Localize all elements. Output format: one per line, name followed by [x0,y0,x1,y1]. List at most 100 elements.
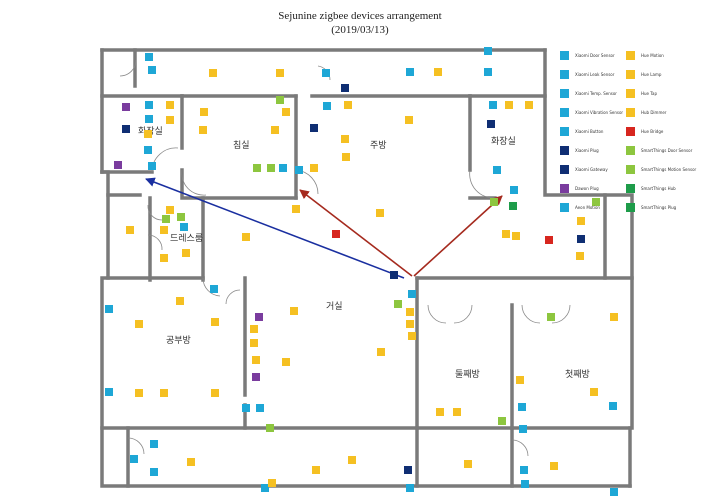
arrow-to-bedroom [299,189,413,277]
device-marker [408,290,416,298]
room-label-kitchen: 주방 [370,141,387,151]
device-marker [276,69,284,77]
device-marker [105,388,113,396]
device-marker [498,417,506,425]
device-marker [210,285,218,293]
device-marker [592,198,600,206]
room-label-first-room: 첫째방 [565,370,590,380]
legend-entry: Hue Tap [626,88,657,98]
device-marker [255,313,263,321]
device-marker [250,325,258,333]
device-marker [130,455,138,463]
legend-swatch [626,183,635,193]
device-marker [252,373,260,381]
device-marker [279,164,287,172]
legend-label: Dawon Plug [575,185,599,191]
legend-swatch [560,88,569,98]
device-marker [512,232,520,240]
device-marker [390,271,398,279]
device-marker [166,101,174,109]
legend-entry: Xiaomi Leak Sensor [560,69,614,79]
legend-label: Hue Bridge [641,128,664,134]
door-swing [469,169,496,199]
device-marker [332,230,340,238]
door-swing [521,304,541,324]
device-marker [145,115,153,123]
device-marker [256,404,264,412]
device-marker [160,389,168,397]
device-marker [493,166,501,174]
device-marker [519,425,527,433]
device-marker [322,69,330,77]
device-marker [166,116,174,124]
device-marker [312,466,320,474]
legend-entry: SmartThings Plug [626,202,676,212]
device-marker [520,466,528,474]
device-marker [521,480,529,488]
device-marker [148,162,156,170]
device-marker [550,462,558,470]
legend-swatch [560,107,569,117]
legend-label: Hub Dimmer [641,109,667,115]
device-marker [253,164,261,172]
device-marker [271,126,279,134]
device-marker [377,348,385,356]
room-label-living: 거실 [326,302,343,312]
device-marker [122,125,130,133]
doors [119,59,571,457]
device-marker [518,403,526,411]
diagram-title: Sejunine zigbee devices arrangement [278,10,442,22]
device-marker [406,484,414,492]
legend-label: Xiaomi Leak Sensor [575,71,615,77]
legend-label: Xiaomi Vibration Sensor [575,109,624,115]
door-swing [181,169,207,196]
device-marker [144,130,152,138]
legend-entry: Xiaomi Gateway [560,164,608,174]
device-marker [114,161,122,169]
wall [180,168,298,200]
legend-label: SmartThings Hub [641,185,676,191]
device-marker [453,408,461,416]
legend-entry: Hue Motion [626,50,664,60]
device-marker [609,402,617,410]
legend-swatch [560,183,569,193]
device-marker [310,164,318,172]
arrow-to-bathroom-left [145,177,405,279]
device-marker [135,389,143,397]
legend-swatch [560,202,569,212]
door-swing [225,289,241,305]
device-marker [436,408,444,416]
walls [100,48,634,488]
door-swing [427,304,447,324]
device-marker [577,235,585,243]
device-marker [404,466,412,474]
device-marker [177,213,185,221]
device-marker [394,300,402,308]
legend-entry: Xiaomi Door Sensor [560,50,615,60]
legend-swatch [626,126,635,136]
legend-swatch [626,50,635,60]
legend-swatch [560,145,569,155]
device-marker [144,146,152,154]
device-marker [590,388,598,396]
room-label-second-room: 둘째방 [455,370,480,380]
device-marker [310,124,318,132]
device-marker [408,332,416,340]
legend-swatch [560,50,569,60]
legend-swatch [626,107,635,117]
legend-entry: SmartThings Door Sensor [626,145,692,155]
device-marker [323,102,331,110]
legend-swatch [626,88,635,98]
legend-label: Hue Motion [641,52,664,58]
device-marker [176,297,184,305]
device-marker [182,249,190,257]
device-marker [187,458,195,466]
legend-label: Aeon Motion [575,204,600,210]
device-marker [405,116,413,124]
device-marker [342,153,350,161]
legend-swatch [626,164,635,174]
device-marker [509,202,517,210]
device-marker [199,126,207,134]
device-marker [126,226,134,234]
device-marker [145,53,153,61]
